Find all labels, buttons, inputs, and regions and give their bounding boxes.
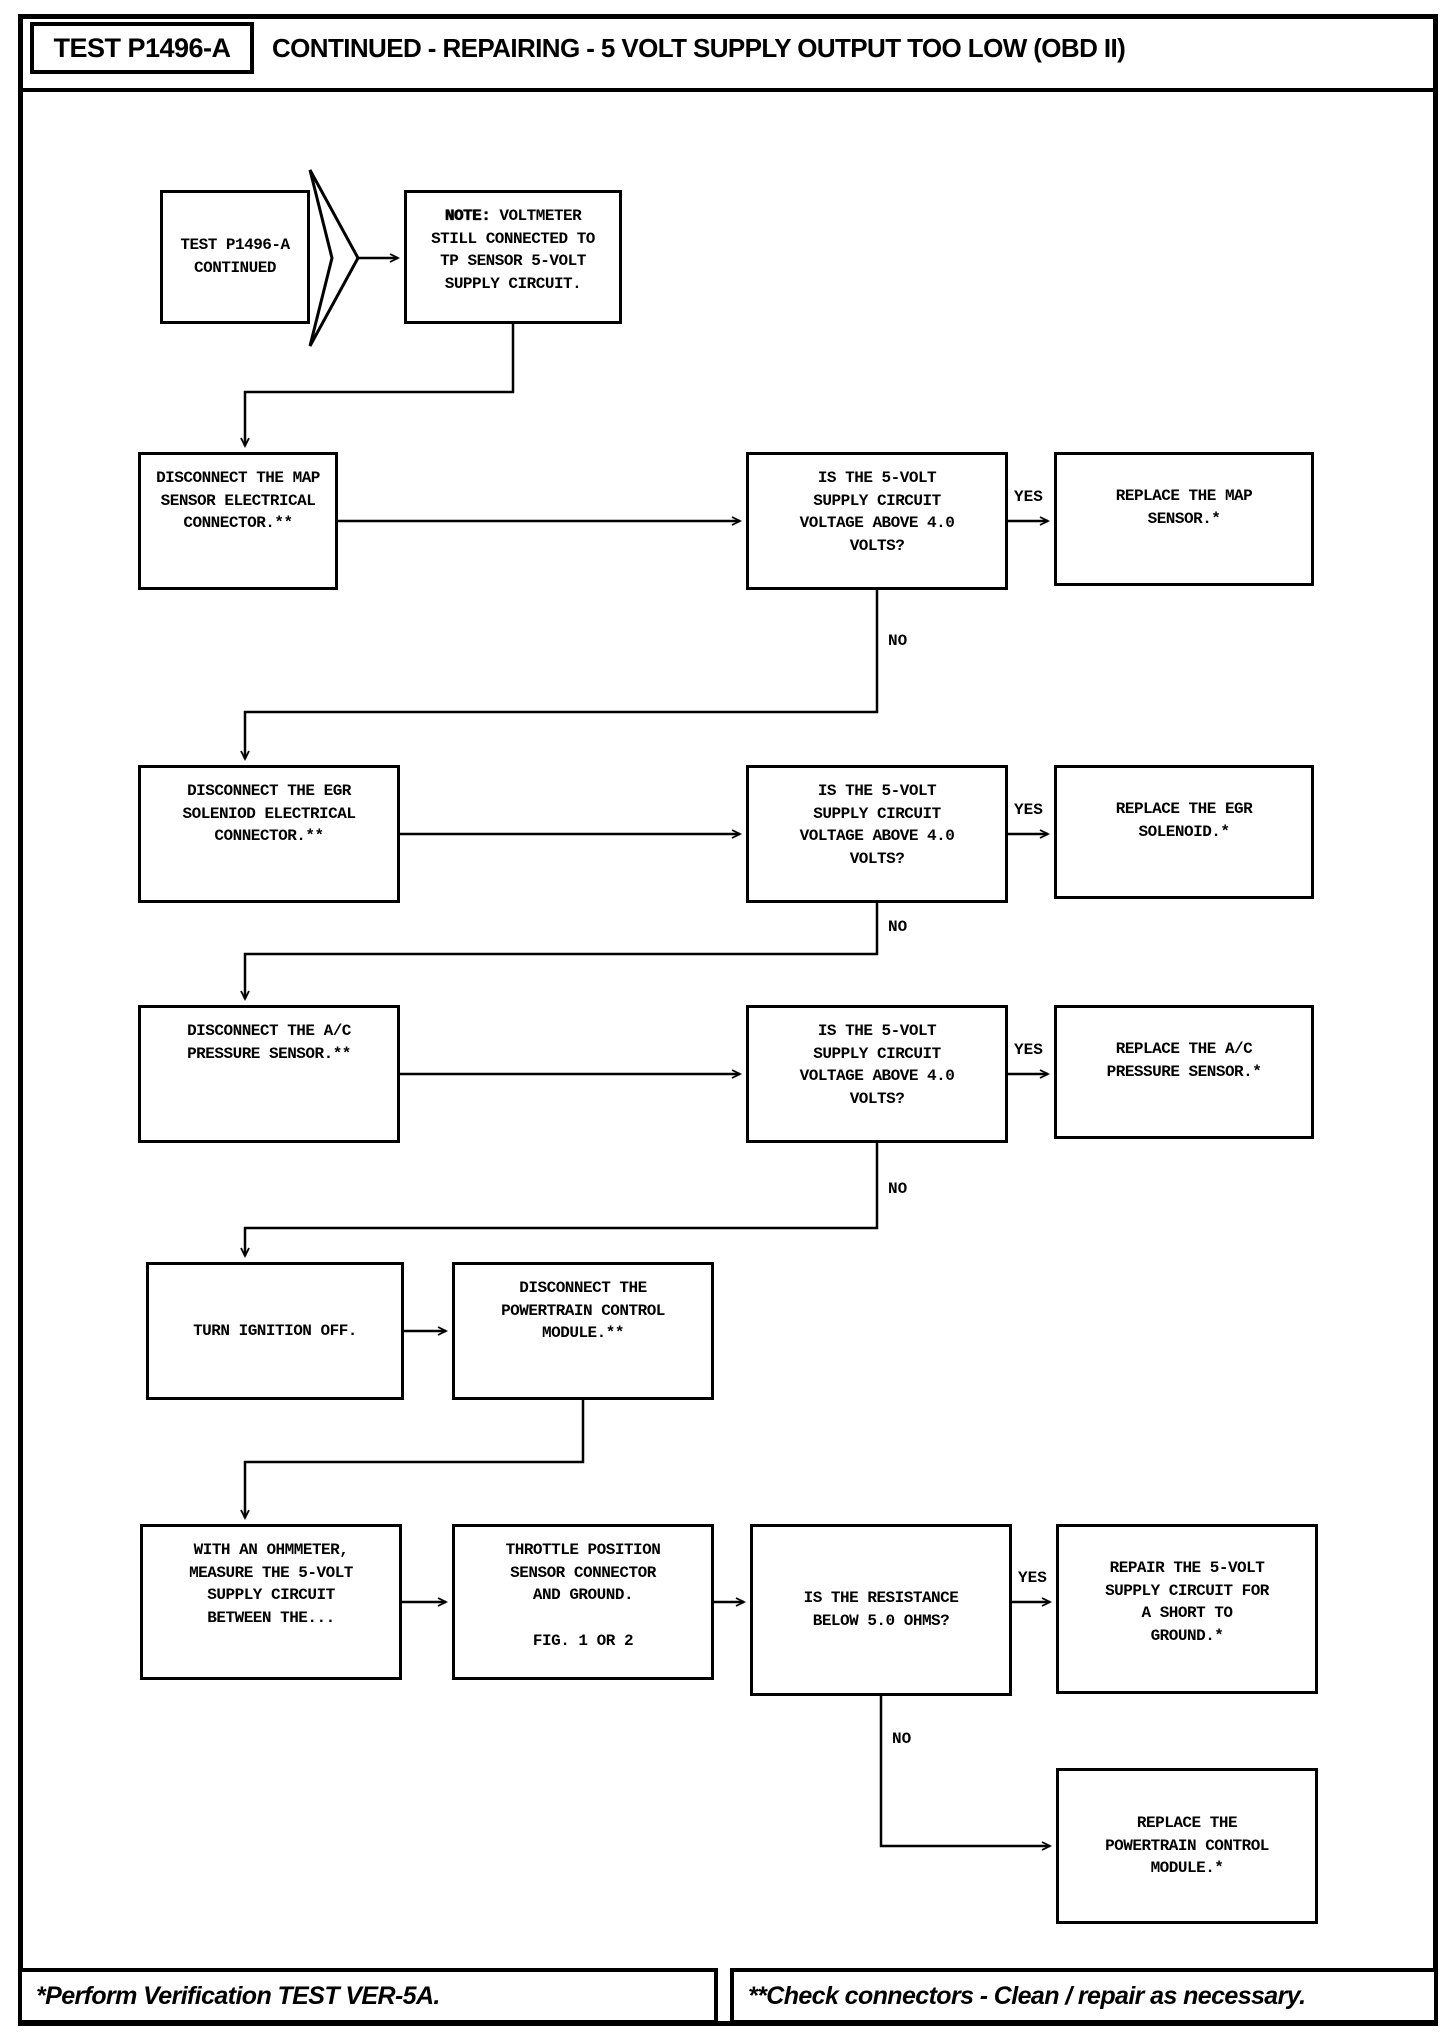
test-id-badge: TEST P1496-A (30, 22, 254, 74)
replace-egr-box: REPLACE THE EGR SOLENOID.* (1054, 765, 1314, 899)
disconnect-egr-box: DISCONNECT THE EGR SOLENIOD ELECTRICAL C… (138, 765, 400, 903)
ignition-off-box: TURN IGNITION OFF. (146, 1262, 404, 1400)
replace-pcm-box: REPLACE THE POWERTRAIN CONTROL MODULE.* (1056, 1768, 1318, 1924)
no-label-map: NO (886, 632, 910, 650)
test-id-text: TEST P1496-A (53, 32, 231, 63)
yes-label-map: YES (1012, 488, 1045, 506)
question-voltage-egr-box: IS THE 5-VOLT SUPPLY CIRCUIT VOLTAGE ABO… (746, 765, 1008, 903)
replace-map-box: REPLACE THE MAP SENSOR.* (1054, 452, 1314, 586)
tps-ground-box: THROTTLE POSITION SENSOR CONNECTOR AND G… (452, 1524, 714, 1680)
footnote-connectors: **Check connectors - Clean / repair as n… (730, 1968, 1438, 2024)
question-voltage-map-box: IS THE 5-VOLT SUPPLY CIRCUIT VOLTAGE ABO… (746, 452, 1008, 590)
no-label-egr: NO (886, 918, 910, 936)
ohmmeter-box: WITH AN OHMMETER, MEASURE THE 5-VOLT SUP… (140, 1524, 402, 1680)
page-title: CONTINUED - REPAIRING - 5 VOLT SUPPLY OU… (272, 32, 1126, 63)
note-text: VOLTMETER STILL CONNECTED TO TP SENSOR 5… (431, 207, 595, 294)
disconnect-map-box: DISCONNECT THE MAP SENSOR ELECTRICAL CON… (138, 452, 338, 590)
question-resistance-box: IS THE RESISTANCE BELOW 5.0 OHMS? (750, 1524, 1012, 1696)
yes-label-resistance: YES (1016, 1569, 1049, 1587)
note-box: NOTE: VOLTMETER STILL CONNECTED TO TP SE… (404, 190, 622, 324)
yes-label-ac: YES (1012, 1041, 1045, 1059)
page-border (18, 14, 1438, 2026)
note-prefix: NOTE: (444, 207, 491, 225)
replace-ac-box: REPLACE THE A/C PRESSURE SENSOR.* (1054, 1005, 1314, 1139)
header-divider (18, 88, 1438, 92)
repair-short-box: REPAIR THE 5-VOLT SUPPLY CIRCUIT FOR A S… (1056, 1524, 1318, 1694)
disconnect-pcm-box: DISCONNECT THE POWERTRAIN CONTROL MODULE… (452, 1262, 714, 1400)
yes-label-egr: YES (1012, 801, 1045, 819)
question-voltage-ac-box: IS THE 5-VOLT SUPPLY CIRCUIT VOLTAGE ABO… (746, 1005, 1008, 1143)
no-label-ac: NO (886, 1180, 910, 1198)
footnote-verification: *Perform Verification TEST VER-5A. (18, 1968, 718, 2024)
disconnect-ac-box: DISCONNECT THE A/C PRESSURE SENSOR.** (138, 1005, 400, 1143)
start-node: TEST P1496-A CONTINUED (160, 190, 310, 324)
no-label-resistance: NO (890, 1730, 914, 1748)
